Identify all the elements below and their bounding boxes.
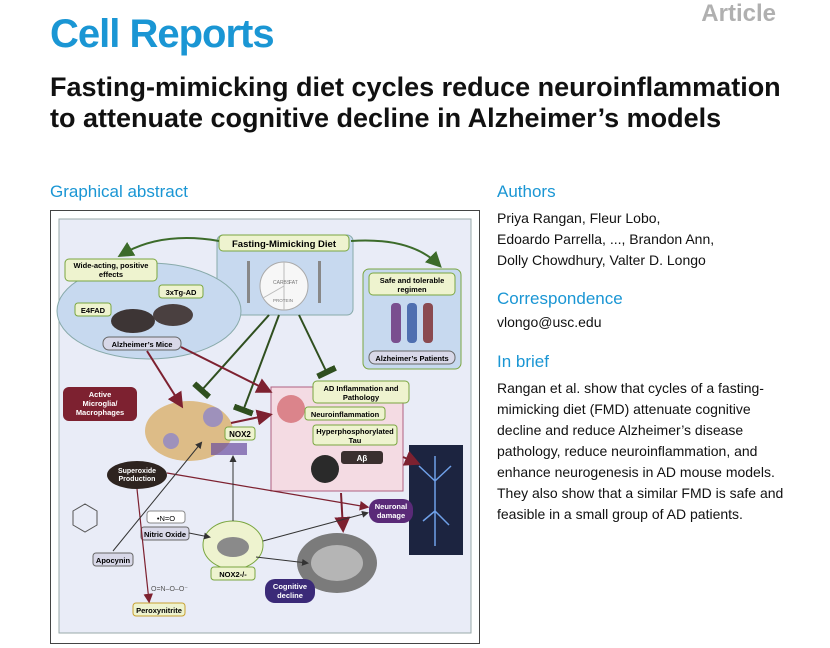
- ko-mouse-icon: [217, 537, 249, 557]
- abeta-label: Aβ: [357, 454, 368, 463]
- person-icon-1: [391, 303, 401, 343]
- microglia-box: [63, 387, 137, 421]
- person-icon-2: [407, 303, 417, 343]
- mouse-icon-2: [153, 304, 193, 326]
- in-brief-text: Rangan et al. show that cycles of a fast…: [497, 380, 784, 522]
- no-formula: •N=O: [157, 514, 175, 523]
- graphical-abstract-figure: Fasting-Mimicking Diet CARBS FAT PROTEIN…: [56, 218, 472, 634]
- e4fad-label: E4FAD: [81, 306, 106, 315]
- nitric-oxide-label: Nitric Oxide: [144, 530, 186, 539]
- arrow-superoxide-damage: [166, 472, 370, 511]
- arrow-mice-microglia: [146, 350, 184, 409]
- arrow-no-ko: [188, 532, 211, 540]
- in-brief-heading: In brief: [497, 352, 549, 371]
- cognitive-decline-box: [265, 579, 315, 603]
- plate-carbs: CARBS: [273, 280, 291, 286]
- inhibit-fmd-nox2: [232, 314, 280, 417]
- apocynin-box: [92, 552, 134, 567]
- fmd-label: Fasting-Mimicking Diet: [232, 239, 337, 250]
- neuronal-damage-box: [369, 499, 413, 523]
- ad-inflammation-box: [312, 380, 410, 404]
- graphical-abstract-heading: Graphical abstract: [50, 182, 188, 201]
- plate-protein: PROTEIN: [273, 298, 293, 303]
- hyper-tau-box: [312, 424, 398, 446]
- e4fad-box: [74, 302, 112, 317]
- peroxynitrite-box: [132, 602, 186, 617]
- superoxide-box: [107, 461, 167, 489]
- arrow-fmd-mice: [117, 237, 220, 258]
- arrow-superoxide-peroxynitrite: [136, 488, 154, 604]
- neuron-image: [409, 445, 463, 555]
- journal-logo: Cell Reports: [50, 12, 275, 56]
- tg-label: 3xTg-AD: [166, 288, 197, 297]
- arrow-pathology-neuron: [402, 450, 421, 466]
- arrow-ko-brain: [255, 556, 309, 566]
- fork-icon: [247, 261, 250, 303]
- nox2-box: [224, 426, 256, 441]
- apocynin-structure-icon: [72, 503, 98, 533]
- inflamed-cell-icon: [277, 395, 305, 423]
- nox2-complex-icon: [211, 443, 247, 455]
- inhibit-fmd-microglia: [192, 314, 270, 400]
- ad-patients-label: Alzheimer’s Patients: [375, 354, 448, 363]
- authors-line-1: Priya Rangan, Fleur Lobo,: [497, 210, 661, 226]
- arrow-pathology-brain: [334, 492, 351, 533]
- wide-acting-box: [64, 258, 158, 282]
- mouse-icon-1: [111, 309, 155, 333]
- arrow-apocynin-microglia: [112, 441, 203, 552]
- safe-box: [368, 272, 456, 296]
- ad-patients-box: [368, 350, 456, 365]
- ad-mice-box: [102, 336, 182, 351]
- correspondence-email[interactable]: vlongo@usc.edu: [497, 314, 602, 330]
- nox2-ko-label: NOX2-/-: [219, 570, 247, 579]
- inhibit-fmd-pathology: [298, 314, 337, 380]
- neuroinflammation-label: Neuroinflammation: [311, 410, 380, 419]
- abeta-box: [341, 451, 383, 464]
- peroxynitrite-label: Peroxynitrite: [136, 606, 182, 615]
- arrow-mice-pathology: [180, 346, 273, 393]
- article-type-label: Article: [701, 0, 776, 27]
- apocynin-label: Apocynin: [96, 556, 131, 565]
- nox2-ko-box: [210, 566, 256, 581]
- arrow-microglia-pathology: [230, 409, 273, 426]
- correspondence-heading: Correspondence: [497, 289, 623, 308]
- arrow-ko-damage: [262, 510, 369, 542]
- tg-box: [158, 284, 204, 299]
- plaque-icon: [311, 455, 339, 483]
- nox2-label: NOX2: [229, 430, 251, 439]
- graphical-abstract: Fasting-Mimicking Diet CARBS FAT PROTEIN…: [50, 210, 480, 644]
- fmd-label-box: [218, 234, 350, 252]
- plate-fat: FAT: [289, 280, 298, 286]
- authors-line-3: Dolly Chowdhury, Valter D. Longo: [497, 252, 706, 268]
- authors-heading: Authors: [497, 182, 556, 201]
- person-icon-3: [423, 303, 433, 343]
- no-formula-box: [146, 510, 186, 524]
- ad-mice-label: Alzheimer’s Mice: [112, 340, 173, 349]
- neuroinflammation-box: [304, 406, 386, 421]
- arrow-fmd-patients: [350, 239, 442, 268]
- peroxynitrite-structure: O=N–O–O⁻: [151, 586, 188, 593]
- authors-list: Priya Rangan, Fleur Lobo, Edoardo Parrel…: [497, 208, 797, 271]
- authors-line-2: Edoardo Parrella, ..., Brandon Ann,: [497, 231, 715, 247]
- article-title: Fasting-mimicking diet cycles reduce neu…: [50, 72, 781, 133]
- knife-icon: [318, 261, 321, 303]
